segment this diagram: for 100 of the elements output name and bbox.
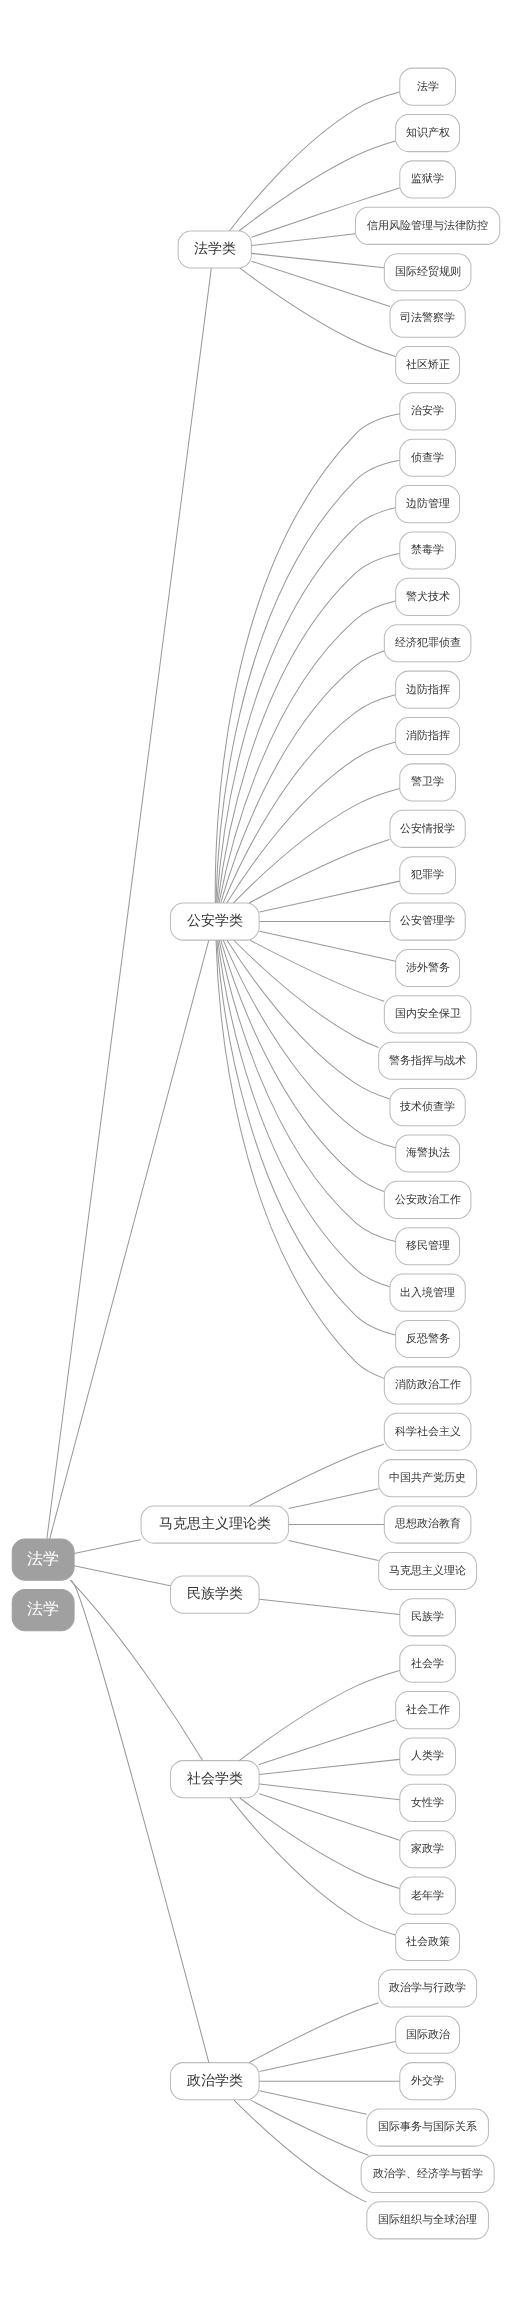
node-box: 公安学类 — [169, 902, 260, 941]
connector — [229, 91, 401, 231]
node-box: 监狱学 — [399, 159, 456, 198]
node-box: 消防政治工作 — [383, 1365, 472, 1404]
node-box: 知识产权 — [395, 113, 461, 152]
node-box: 警卫学 — [399, 762, 456, 801]
connector — [258, 880, 401, 912]
connector — [258, 1783, 401, 1800]
node-box: 警务指挥与战术 — [378, 1041, 478, 1080]
connector — [251, 260, 391, 307]
node-box: 出入境管理 — [389, 1273, 466, 1312]
connector — [233, 2099, 368, 2203]
connector — [218, 939, 396, 1242]
node-box: 政治学与行政学 — [378, 1968, 478, 2007]
connector — [220, 939, 385, 1192]
connector — [258, 2040, 397, 2072]
node-box: 警犬技术 — [395, 577, 461, 616]
node-box: 法学类 — [177, 229, 252, 269]
node-box: 涉外警务 — [395, 948, 461, 987]
node-box: 技术侦查学 — [389, 1087, 466, 1126]
node-box: 信用风险管理与法律防控 — [354, 206, 501, 245]
node-box: 马克思主义理论 — [378, 1551, 478, 1590]
connector — [288, 1539, 380, 1561]
node-box: 法学 — [399, 67, 456, 106]
node-box: 侦查学 — [399, 438, 456, 477]
connector — [233, 939, 379, 1048]
connector — [215, 939, 385, 1379]
node-box: 国际事务与国际关系 — [366, 2108, 489, 2147]
connector — [238, 139, 396, 231]
connector — [251, 186, 401, 238]
connector — [73, 1564, 171, 1586]
connector — [258, 2080, 401, 2082]
node-box: 社区矫正 — [395, 345, 461, 384]
connector — [249, 939, 385, 1002]
node-box: 司法警察学 — [389, 299, 466, 338]
node-box: 经济犯罪侦查 — [383, 623, 472, 662]
node-box: 禁毒学 — [399, 530, 456, 570]
connector — [217, 939, 391, 1287]
node-box: 国际政治 — [395, 2015, 461, 2054]
connector — [258, 1598, 401, 1615]
connector — [229, 1797, 396, 1936]
node-box: 民族学类 — [169, 1575, 260, 1614]
connector — [288, 1523, 385, 1525]
node-box: 政治学、经济学与哲学 — [360, 2154, 495, 2193]
connector — [288, 1487, 380, 1509]
node-box: 社会工作 — [395, 1690, 461, 1729]
node-box: 反恐警务 — [395, 1319, 461, 1358]
node-box: 老年学 — [399, 1876, 456, 1915]
node-box: 法学 — [11, 1588, 75, 1631]
connector — [226, 939, 391, 1099]
node-box: 国际组织与全球治理 — [366, 2200, 489, 2239]
connector — [248, 838, 391, 903]
connector — [258, 1758, 401, 1775]
connector — [49, 939, 210, 1539]
connector — [220, 650, 385, 903]
node-box: 社会学类 — [169, 1759, 260, 1798]
node-box: 女性学 — [399, 1783, 456, 1822]
connector — [69, 1579, 204, 1761]
node-box: 公安管理学 — [389, 902, 466, 941]
connector — [218, 600, 396, 903]
connector — [222, 693, 396, 903]
connector — [248, 2001, 379, 2063]
node-box: 国内安全保卫 — [383, 994, 472, 1033]
node-box: 外交学 — [399, 2061, 456, 2100]
connector — [233, 787, 401, 903]
node-box: 人类学 — [399, 1736, 456, 1776]
node-box: 边防管理 — [395, 484, 461, 523]
connector — [248, 1443, 385, 1506]
connector — [258, 2089, 368, 2115]
node-box: 边防指挥 — [395, 670, 461, 709]
connector — [216, 939, 396, 1335]
connector — [239, 267, 396, 357]
node-box: 海警执法 — [395, 1133, 461, 1173]
connector — [238, 1669, 401, 1761]
connector — [73, 1538, 142, 1554]
connector — [70, 1579, 210, 2063]
node-box: 犯罪学 — [399, 855, 456, 894]
connector — [222, 939, 396, 1148]
connector — [258, 920, 391, 922]
connector — [239, 1797, 401, 1889]
connector — [251, 232, 356, 246]
node-box: 民族学 — [399, 1597, 456, 1636]
connector — [251, 252, 385, 268]
connector — [258, 930, 397, 962]
node-box: 社会学 — [399, 1644, 456, 1683]
node-box: 国际经贸规则 — [383, 252, 472, 291]
connector — [226, 740, 397, 904]
node-box: 公安情报学 — [389, 809, 466, 848]
node-box: 治安学 — [399, 391, 456, 430]
node-box: 公安政治工作 — [383, 1180, 472, 1219]
node-box: 社会政策 — [395, 1922, 461, 1961]
node-box: 马克思主义理论类 — [140, 1505, 289, 1544]
connector — [249, 2098, 370, 2156]
node-box: 中国共产党历史 — [378, 1458, 478, 1497]
node-box: 消防指挥 — [395, 716, 461, 755]
node-box: 移民管理 — [395, 1226, 461, 1265]
node-box: 政治学类 — [169, 2061, 260, 2100]
node-box: 法学 — [11, 1538, 75, 1581]
node-box: 科学社会主义 — [383, 1412, 472, 1451]
connector — [258, 1792, 401, 1841]
